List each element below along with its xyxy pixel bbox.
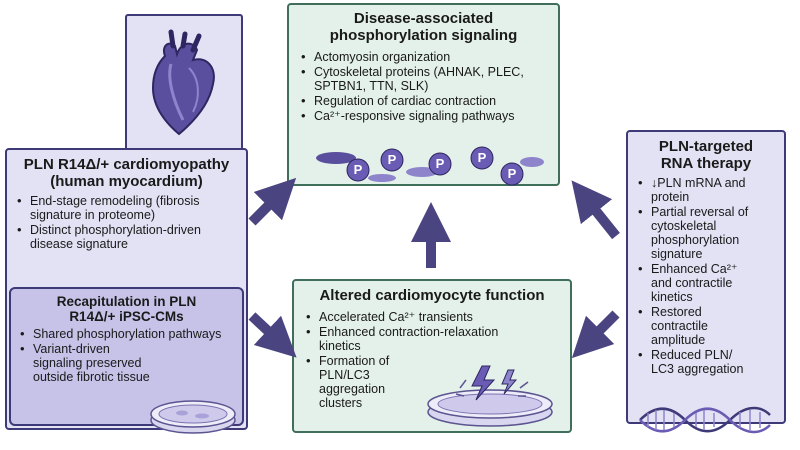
list-item: Ca²⁺-responsive signaling pathways bbox=[299, 109, 548, 123]
list-item: Enhanced contraction-relaxation kinetics bbox=[304, 325, 560, 353]
list-item: End-stage remodeling (fibrosis signature… bbox=[15, 194, 238, 222]
cardiomyopathy-title: PLN R14Δ/+ cardiomyopathy (human myocard… bbox=[23, 156, 230, 190]
list-item: Enhanced Ca²⁺ and contractile kinetics bbox=[636, 262, 776, 304]
ipsc-list: Shared phosphorylation pathways Variant-… bbox=[18, 327, 235, 384]
phosphorylation-list: Actomyosin organization Cytoskeletal pro… bbox=[299, 50, 548, 123]
heart-panel bbox=[125, 14, 243, 154]
arrow-left-to-top bbox=[248, 177, 297, 226]
list-item: Accelerated Ca²⁺ transients bbox=[304, 310, 560, 324]
list-item: Partial reversal of cytoskeletal phospho… bbox=[636, 205, 776, 261]
cardiomyocyte-list: Accelerated Ca²⁺ transients Enhanced con… bbox=[304, 310, 560, 410]
arrow-left-to-bottom bbox=[248, 312, 297, 358]
cardiomyopathy-list: End-stage remodeling (fibrosis signature… bbox=[15, 194, 238, 251]
lightning-dish-icon bbox=[427, 365, 553, 427]
svg-text:P: P bbox=[388, 152, 397, 167]
rna-therapy-title: PLN-targeted RNA therapy bbox=[658, 138, 754, 172]
dna-helix-icon bbox=[639, 406, 771, 434]
list-item: Regulation of cardiac contraction bbox=[299, 94, 548, 108]
list-item: Reduced PLN/ LC3 aggregation bbox=[636, 348, 776, 376]
list-item: ↓PLN mRNA and protein bbox=[636, 176, 776, 204]
list-item: Distinct phosphorylation-driven disease … bbox=[15, 223, 238, 251]
cardiomyocyte-title: Altered cardiomyocyte function bbox=[319, 287, 545, 304]
list-item: Actomyosin organization bbox=[299, 50, 548, 64]
petri-dish-icon bbox=[150, 400, 236, 434]
rna-therapy-list: ↓PLN mRNA and protein Partial reversal o… bbox=[636, 176, 776, 376]
arrow-right-to-bottom bbox=[571, 310, 620, 359]
svg-text:P: P bbox=[436, 156, 445, 171]
list-item: Variant-driven signaling preserved outsi… bbox=[18, 342, 235, 384]
heart-icon bbox=[151, 29, 215, 136]
svg-text:P: P bbox=[478, 150, 487, 165]
phosphorylation-title: Disease-associated phosphorylation signa… bbox=[329, 10, 518, 44]
phospho-bead-icon: P P P P P bbox=[316, 146, 544, 186]
list-item: Restored contractile amplitude bbox=[636, 305, 776, 347]
ipsc-box: Recapitulation in PLN R14Δ/+ iPSC-CMs Sh… bbox=[9, 287, 244, 426]
phospho-beads: P P P P P bbox=[316, 146, 544, 186]
lightning-icon bbox=[471, 365, 496, 401]
arrow-right-to-top bbox=[571, 180, 620, 240]
svg-text:P: P bbox=[508, 166, 517, 181]
rna-therapy-box: PLN-targeted RNA therapy ↓PLN mRNA and p… bbox=[626, 130, 786, 424]
list-item: Shared phosphorylation pathways bbox=[18, 327, 235, 341]
svg-text:P: P bbox=[354, 162, 363, 177]
list-item: Cytoskeletal proteins (AHNAK, PLEC, SPTB… bbox=[299, 65, 548, 93]
list-item: Formation of PLN/LC3 aggregation cluster… bbox=[304, 354, 560, 410]
ipsc-title: Recapitulation in PLN R14Δ/+ iPSC-CMs bbox=[56, 294, 197, 324]
